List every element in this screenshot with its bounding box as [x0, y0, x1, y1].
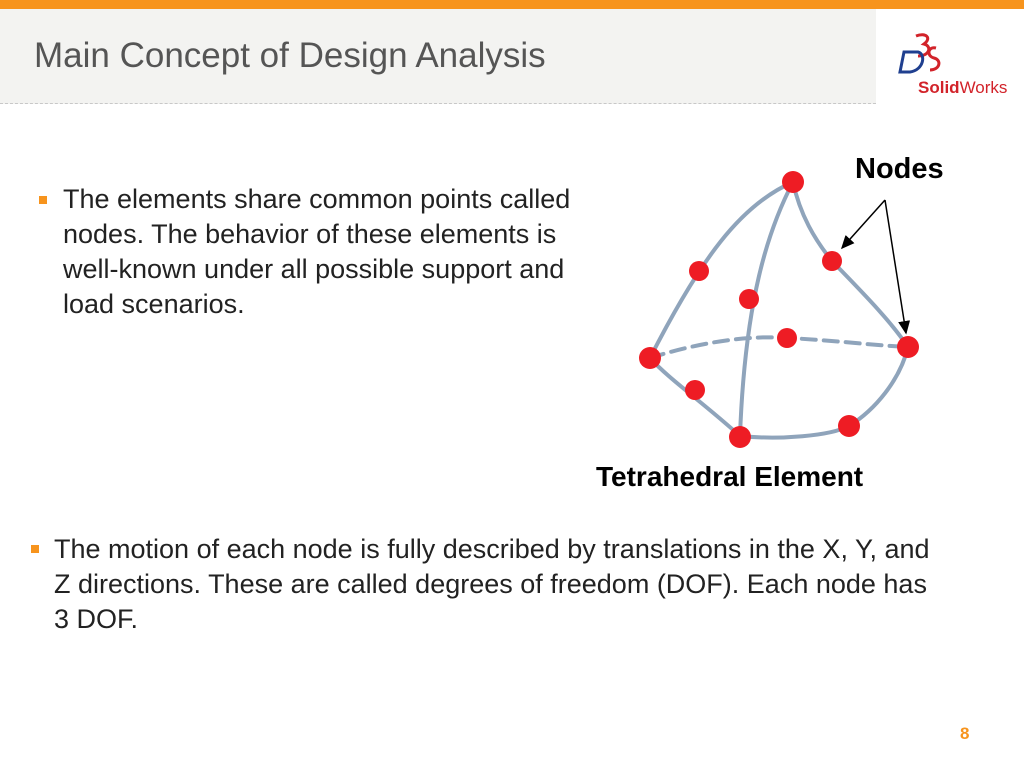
- page-number: 8: [960, 724, 970, 743]
- edge-apex-left: [648, 180, 795, 360]
- nodes-label: Nodes: [855, 153, 944, 185]
- element-edges: [648, 180, 910, 440]
- logo-word-solid: Solid: [918, 78, 960, 97]
- node-marker: [782, 171, 804, 193]
- logo-word-works: Works: [959, 78, 1008, 97]
- title-band: [0, 9, 876, 104]
- logo-area: [877, 9, 1024, 103]
- edge-bottom-right: [738, 345, 910, 440]
- bullet-marker: [39, 196, 47, 204]
- diagram-caption: Tetrahedral Element: [596, 461, 864, 492]
- edge-apex-right: [791, 180, 910, 349]
- node-marker: [777, 328, 797, 348]
- top-accent-bar: [0, 0, 1024, 9]
- node-marker: [838, 415, 860, 437]
- edge-apex-front: [738, 180, 795, 438]
- node-pointer-arrows: [840, 199, 911, 335]
- arrow-to-node: [840, 199, 886, 250]
- node-marker: [685, 380, 705, 400]
- node-markers: [639, 171, 919, 448]
- bullet-text-nodes: The elements share common points called …: [63, 184, 571, 319]
- node-marker: [639, 347, 661, 369]
- node-marker: [739, 289, 759, 309]
- solidworks-logo-text: SolidWorks: [918, 78, 1007, 98]
- node-marker: [689, 261, 709, 281]
- solidworks-logo-icon: [898, 33, 941, 74]
- bullet-marker: [31, 545, 39, 553]
- slide-title: Main Concept of Design Analysis: [34, 36, 546, 75]
- arrow-to-node: [884, 199, 911, 335]
- node-marker: [897, 336, 919, 358]
- node-marker: [729, 426, 751, 448]
- node-marker: [822, 251, 842, 271]
- bullet-text-dof: The motion of each node is fully describ…: [54, 534, 930, 634]
